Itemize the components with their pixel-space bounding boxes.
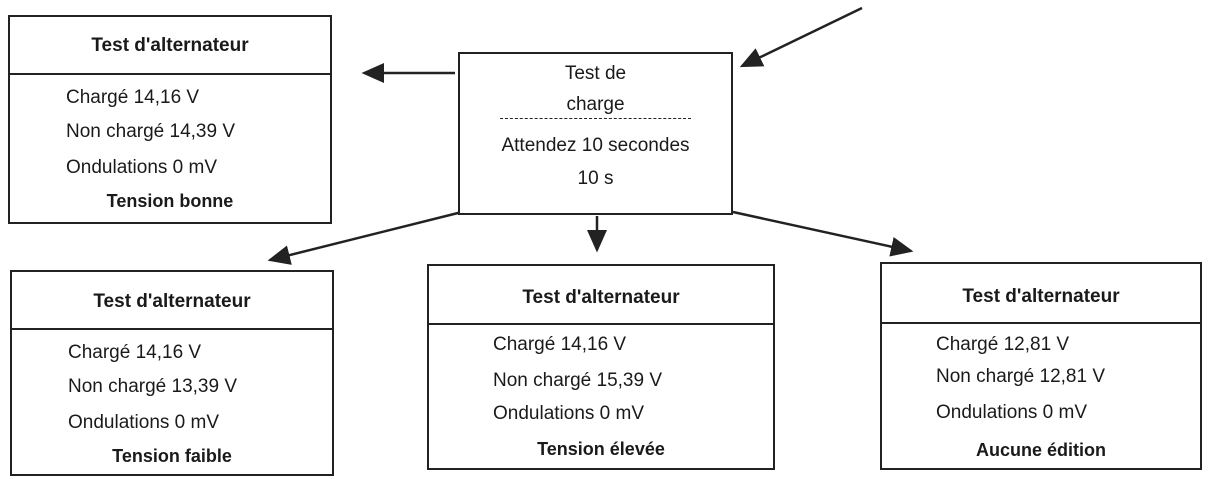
voltage-status: Tension élevée <box>537 439 665 459</box>
alternator-test-low-voltage: Test d'alternateur Chargé 14,16 V Non ch… <box>10 270 334 476</box>
uncharged-voltage: Non chargé 14,39 V <box>66 121 236 142</box>
alternator-test-high-voltage: Test d'alternateur Chargé 14,16 V Non ch… <box>427 264 775 470</box>
screen-title: Test d'alternateur <box>93 291 251 312</box>
screen-title: Test d'alternateur <box>522 287 680 308</box>
uncharged-voltage: Non chargé 12,81 V <box>936 366 1106 387</box>
charged-voltage: Chargé 14,16 V <box>68 342 202 363</box>
countdown-timer: 10 s <box>577 168 614 189</box>
voltage-status: Aucune édition <box>976 440 1106 460</box>
charged-voltage: Chargé 14,16 V <box>66 87 200 108</box>
ripple-value: Ondulations 0 mV <box>936 402 1088 423</box>
title-divider <box>10 73 330 75</box>
dashed-separator <box>500 118 691 119</box>
arrow-to-no-edition <box>732 210 914 257</box>
uncharged-voltage: Non chargé 15,39 V <box>493 370 663 391</box>
screen-title: Test d'alternateur <box>91 35 249 56</box>
incoming-arrow <box>739 6 863 68</box>
charged-voltage: Chargé 14,16 V <box>493 334 627 355</box>
ripple-value: Ondulations 0 mV <box>66 157 218 178</box>
wait-instruction: Attendez 10 secondes <box>501 135 690 156</box>
title-divider <box>12 328 332 330</box>
voltage-status: Tension bonne <box>106 191 234 211</box>
uncharged-voltage: Non chargé 13,39 V <box>68 376 238 397</box>
alternator-test-good-voltage: Test d'alternateur Chargé 14,16 V Non ch… <box>8 15 332 224</box>
arrow-to-low-voltage <box>267 210 463 265</box>
voltage-status: Tension faible <box>112 446 232 466</box>
alternator-test-no-edition: Test d'alternateur Chargé 12,81 V Non ch… <box>880 262 1202 470</box>
ripple-value: Ondulations 0 mV <box>68 412 220 433</box>
charged-voltage: Chargé 12,81 V <box>936 334 1070 355</box>
title-divider <box>429 323 773 325</box>
charge-test-title-line1: Test de <box>564 63 627 84</box>
charge-test-screen: Test de charge Attendez 10 secondes 10 s <box>458 52 733 215</box>
title-divider <box>882 322 1200 324</box>
charge-test-title-line2: charge <box>566 94 625 115</box>
screen-title: Test d'alternateur <box>962 286 1120 307</box>
ripple-value: Ondulations 0 mV <box>493 403 645 424</box>
